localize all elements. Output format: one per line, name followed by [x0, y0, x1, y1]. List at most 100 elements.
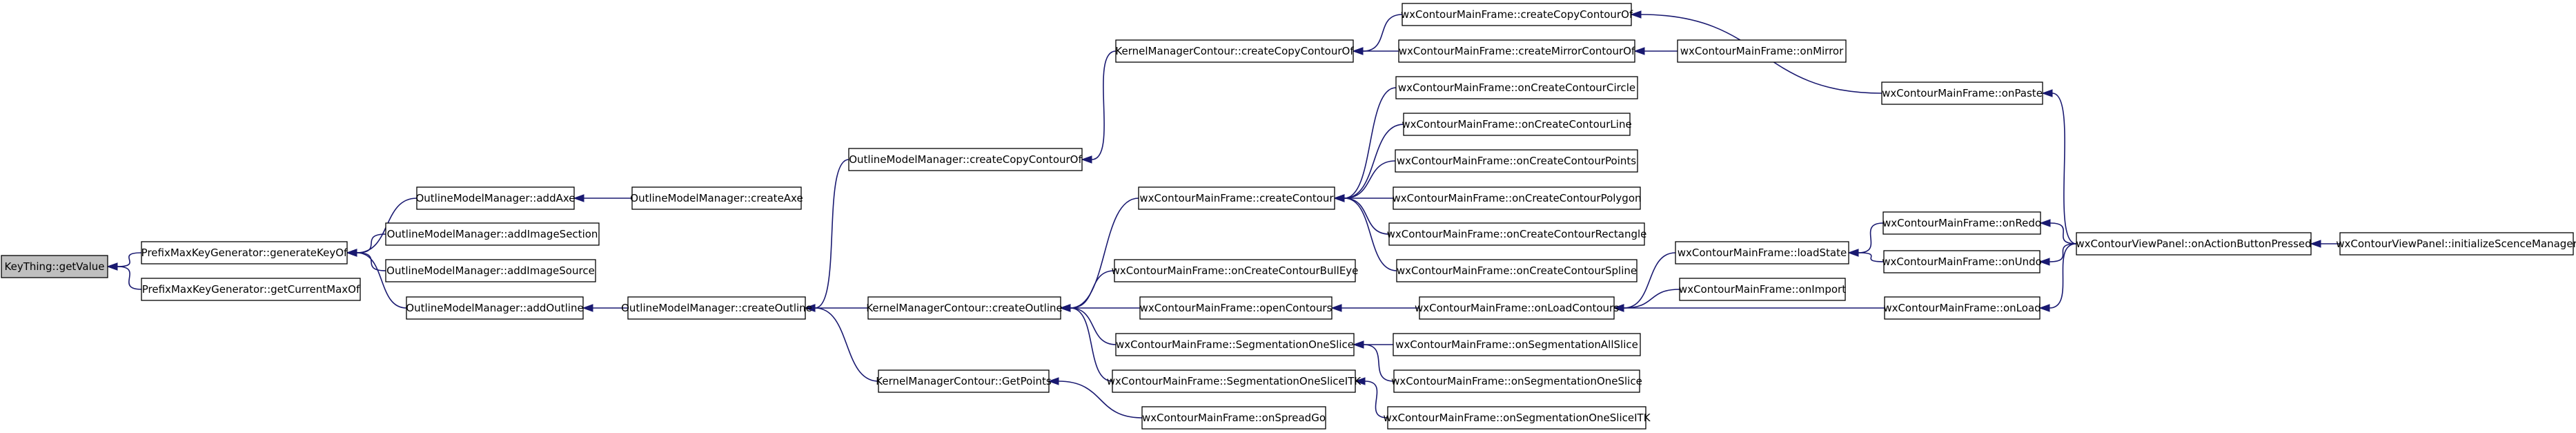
node-mf-create-mirror[interactable]: wxContourMainFrame::createMirrorContourO…: [1398, 39, 1635, 63]
node-mf-on-seg-one[interactable]: wxContourMainFrame::onSegmentationOneSli…: [1391, 369, 1642, 393]
node-label: KeyThing::getValue: [5, 260, 105, 273]
node-box: [406, 296, 584, 320]
node-label: wxContourMainFrame::createContour: [1139, 192, 1334, 204]
arrowhead-mf-on-mirror-to-mf-create-mirror: [1633, 47, 1645, 55]
node-box: [141, 241, 348, 264]
node-mf-seg-all[interactable]: wxContourMainFrame::onSegmentationAllSli…: [1393, 333, 1641, 356]
node-vp-init[interactable]: wxContourViewPanel::initializeScenceMana…: [2336, 232, 2576, 256]
node-get-cur-max[interactable]: PrefixMaxKeyGenerator::getCurrentMaxOf: [141, 278, 361, 301]
node-mf-on-paste[interactable]: wxContourMainFrame::onPaste: [1881, 81, 2043, 105]
node-mf-on-import[interactable]: wxContourMainFrame::onImport: [1679, 278, 1846, 301]
arrowhead-vp-action-to-mf-on-paste: [2041, 89, 2053, 97]
arrowhead-vp-init-to-vp-action: [2310, 240, 2321, 248]
arrowhead-vp-action-to-mf-on-undo: [2038, 258, 2050, 266]
node-box: [1393, 333, 1641, 356]
node-box: [1419, 296, 1615, 320]
node-add-img-sec[interactable]: OutlineModelManager::addImageSection: [385, 222, 600, 246]
node-mf-rect[interactable]: wxContourMainFrame::onCreateContourRecta…: [1387, 222, 1647, 246]
node-box: [141, 278, 361, 301]
node-box: [2339, 232, 2574, 256]
arrowhead-mf-on-load-contours-to-mf-open-contours: [1330, 304, 1342, 312]
node-mf-on-load-contours[interactable]: wxContourMainFrame::onLoadContours: [1415, 296, 1619, 320]
node-box: [1677, 39, 1847, 63]
node-add-outline[interactable]: OutlineModelManager::addOutline: [406, 296, 584, 320]
call-edge-mf-on-seg-one-to-mf-seg-one: [1363, 344, 1395, 382]
node-label: OutlineModelManager::addImageSection: [387, 228, 598, 240]
node-mf-bull-eye[interactable]: wxContourMainFrame::onCreateContourBullE…: [1112, 259, 1359, 282]
node-mf-on-undo[interactable]: wxContourMainFrame::onUndo: [1882, 250, 2042, 273]
arrowhead-mf-on-paste-to-mf-create-copy: [1630, 10, 1642, 19]
arrowhead-mf-on-seg-one-itk-to-mf-seg-one-itk: [1354, 377, 1366, 385]
node-gen-key[interactable]: PrefixMaxKeyGenerator::generateKeyOf: [141, 241, 348, 264]
node-label: wxContourMainFrame::onCreateContourLine: [1402, 118, 1631, 131]
call-edge-mf-on-import-to-mf-on-load-contours: [1623, 289, 1680, 309]
call-edge-mf-bull-eye-to-km-create-outline: [1070, 270, 1115, 309]
node-label: wxContourMainFrame::loadState: [1678, 247, 1847, 259]
arrowhead-mf-on-load-to-mf-on-load-contours: [1613, 304, 1624, 312]
node-om-create-outline[interactable]: OutlineModelManager::createOutline: [621, 296, 812, 320]
node-label: wxContourMainFrame::onCreateContourPoint…: [1397, 155, 1636, 167]
node-mf-seg-one[interactable]: wxContourMainFrame::SegmentationOneSlice: [1115, 333, 1355, 356]
node-label: wxContourMainFrame::onRedo: [1882, 217, 2041, 229]
node-mf-create-copy[interactable]: wxContourMainFrame::createCopyContourOf: [1401, 3, 1633, 26]
node-label: wxContourMainFrame::onMirror: [1680, 45, 1844, 57]
node-box: [1675, 241, 1849, 264]
node-mf-spread-go[interactable]: wxContourMainFrame::onSpreadGo: [1141, 406, 1326, 430]
arrowhead-mf-on-seg-one-to-mf-seg-one: [1353, 340, 1364, 349]
node-box: [1403, 113, 1631, 136]
node-mf-line[interactable]: wxContourMainFrame::onCreateContourLine: [1402, 113, 1632, 136]
node-vp-action[interactable]: wxContourViewPanel::onActionButtonPresse…: [2076, 232, 2312, 256]
node-create-axe[interactable]: OutlineModelManager::createAxe: [630, 186, 803, 210]
node-mf-seg-one-itk[interactable]: wxContourMainFrame::SegmentationOneSlice…: [1107, 369, 1362, 393]
node-label: KernelManagerContour::createCopyContourO…: [1115, 45, 1354, 57]
arrowhead-mf-seg-one-itk-to-km-create-outline: [1059, 304, 1071, 312]
node-mf-open-contours[interactable]: wxContourMainFrame::openContours: [1139, 296, 1333, 320]
node-km-copy-contour[interactable]: KernelManagerContour::createCopyContourO…: [1115, 39, 1354, 63]
call-edge-gen-key-to-get-value: [117, 252, 142, 267]
call-edge-vp-action-to-mf-on-redo: [2049, 222, 2077, 244]
node-mf-polygon[interactable]: wxContourMainFrame::onCreateContourPolyg…: [1392, 186, 1642, 210]
call-edge-mf-create-copy-to-km-copy-contour: [1362, 14, 1403, 52]
node-mf-circle[interactable]: wxContourMainFrame::onCreateContourCircl…: [1395, 76, 1638, 99]
node-box: [1883, 250, 2041, 273]
node-label: wxContourMainFrame::onSegmentationOneSli…: [1391, 375, 1642, 387]
node-box: [2076, 232, 2312, 256]
node-mf-on-load[interactable]: wxContourMainFrame::onLoad: [1883, 296, 2041, 320]
arrowhead-vp-action-to-mf-on-redo: [2039, 219, 2051, 227]
node-mf-on-seg-one-itk[interactable]: wxContourMainFrame::onSegmentationOneSli…: [1383, 406, 1651, 430]
node-box: [867, 296, 1061, 320]
node-label: KernelManagerContour::GetPoints: [876, 375, 1052, 387]
node-label: wxContourMainFrame::onLoadContours: [1415, 302, 1619, 314]
call-edge-mf-seg-one-to-km-create-outline: [1070, 307, 1117, 345]
node-box: [1387, 406, 1646, 430]
node-box: [878, 369, 1050, 393]
node-mf-on-mirror[interactable]: wxContourMainFrame::onMirror: [1677, 39, 1847, 63]
node-get-value[interactable]: KeyThing::getValue: [1, 255, 108, 278]
node-mf-create-contour[interactable]: wxContourMainFrame::createContour: [1138, 186, 1335, 210]
node-label: wxContourMainFrame::onSegmentationAllSli…: [1395, 338, 1638, 351]
node-mf-load-state[interactable]: wxContourMainFrame::loadState: [1675, 241, 1849, 264]
node-mf-on-redo[interactable]: wxContourMainFrame::onRedo: [1882, 211, 2041, 235]
node-label: wxContourMainFrame::onSpreadGo: [1142, 412, 1326, 424]
node-mf-points[interactable]: wxContourMainFrame::onCreateContourPoint…: [1395, 149, 1638, 173]
node-box: [1402, 3, 1632, 26]
node-km-get-points[interactable]: KernelManagerContour::GetPoints: [876, 369, 1052, 393]
node-box: [1115, 39, 1354, 63]
arrowhead-add-outline-to-gen-key: [346, 249, 357, 257]
node-om-copy-contour[interactable]: OutlineModelManager::createCopyContourOf: [848, 148, 1083, 171]
arrowhead-km-copy-contour-to-om-copy-contour: [1081, 155, 1092, 164]
node-label: OutlineModelManager::createOutline: [621, 302, 812, 314]
node-box: [1398, 39, 1635, 63]
call-edge-mf-seg-one-itk-to-km-create-outline: [1070, 307, 1113, 382]
call-edge-mf-circle-to-mf-create-contour: [1344, 87, 1397, 199]
node-km-create-outline[interactable]: KernelManagerContour::createOutline: [866, 296, 1063, 320]
call-edge-mf-points-to-mf-create-contour: [1344, 160, 1396, 199]
node-label: wxContourMainFrame::onCreateContourRecta…: [1387, 228, 1647, 240]
node-add-img-src[interactable]: OutlineModelManager::addImageSource: [385, 259, 596, 282]
arrowhead-vp-action-to-mf-on-load: [2038, 304, 2050, 312]
node-label: wxContourMainFrame::onCreateContourPolyg…: [1392, 192, 1641, 204]
node-label: wxContourViewPanel::onActionButtonPresse…: [2076, 238, 2311, 250]
node-add-axe[interactable]: OutlineModelManager::addAxe: [415, 186, 576, 210]
node-mf-spline[interactable]: wxContourMainFrame::onCreateContourSplin…: [1396, 259, 1638, 282]
